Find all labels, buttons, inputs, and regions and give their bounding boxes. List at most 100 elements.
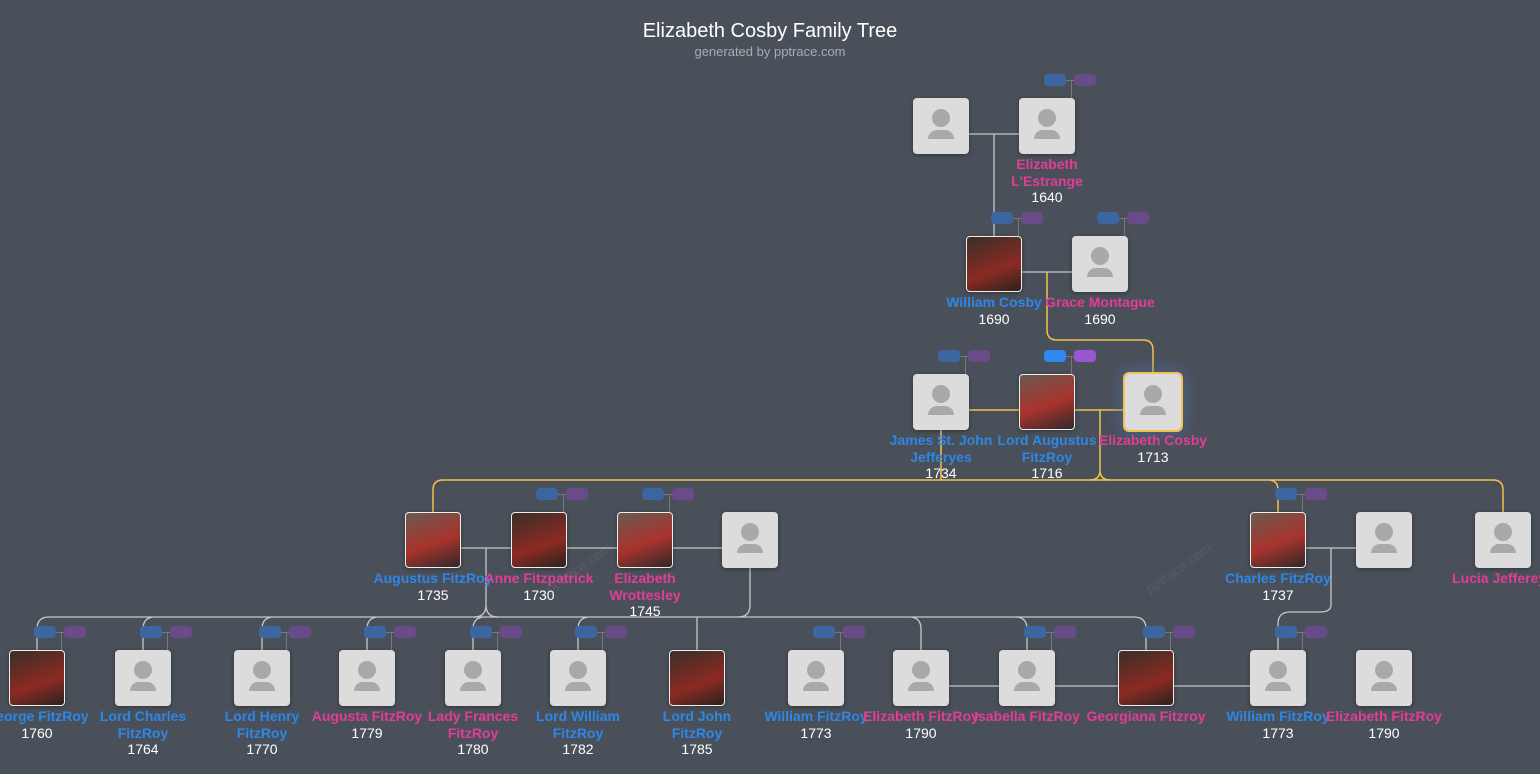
person-label[interactable]: Georgiana Fitzroy [1086,708,1206,725]
person-avatar-placeholder[interactable] [1475,512,1531,568]
person-photo[interactable] [669,650,725,706]
person-avatar-placeholder[interactable] [1019,98,1075,154]
pill-connector [835,632,843,633]
person-label[interactable]: Lord Augustus FitzRoy 1716 [987,432,1107,482]
show-father-button[interactable] [1024,626,1046,638]
show-mother-button[interactable] [1021,212,1043,224]
show-father-button[interactable] [575,626,597,638]
person-label[interactable]: Elizabeth L'Estrange 1640 [987,156,1107,206]
show-mother-button[interactable] [1305,626,1327,638]
show-mother-button[interactable] [170,626,192,638]
person-avatar-placeholder[interactable] [445,650,501,706]
person-label[interactable]: Elizabeth Cosby 1713 [1093,432,1213,465]
pill-connector [1124,218,1125,236]
person-avatar-placeholder[interactable] [550,650,606,706]
show-father-button[interactable] [1044,74,1066,86]
show-mother-button[interactable] [968,350,990,362]
person-avatar-placeholder[interactable] [722,512,778,568]
person-silhouette-icon [1018,661,1036,679]
highlight-line [940,409,1125,481]
pill-connector [386,632,394,633]
person-label[interactable]: William Cosby 1690 [934,294,1054,327]
show-father-button[interactable] [470,626,492,638]
person-avatar-placeholder[interactable] [893,650,949,706]
person-avatar-placeholder[interactable] [339,650,395,706]
show-mother-button[interactable] [566,488,588,500]
show-father-button[interactable] [1275,626,1297,638]
person-name: William FitzRoy [764,708,868,724]
show-mother-button[interactable] [1127,212,1149,224]
person-photo[interactable] [1019,374,1075,430]
person-avatar-placeholder[interactable] [234,650,290,706]
show-father-button[interactable] [536,488,558,500]
show-mother-button[interactable] [500,626,522,638]
show-father-button[interactable] [259,626,281,638]
person-avatar-placeholder[interactable] [1123,372,1183,432]
show-father-button[interactable] [1097,212,1119,224]
person-label[interactable]: James St. John Jefferyes 1734 [881,432,1001,482]
person-label[interactable]: Anne Fitzpatrick 1730 [479,570,599,603]
person-label[interactable]: Lord William FitzRoy 1782 [518,708,638,758]
person-name: Lucia Jeffereys [1452,570,1540,586]
person-label[interactable]: Elizabeth FitzRoy 1790 [861,708,981,741]
show-mother-button[interactable] [1305,488,1327,500]
person-avatar-placeholder[interactable] [115,650,171,706]
show-mother-button[interactable] [605,626,627,638]
person-photo[interactable] [9,650,65,706]
show-father-button[interactable] [364,626,386,638]
person-avatar-placeholder[interactable] [1356,512,1412,568]
person-photo[interactable] [1118,650,1174,706]
show-mother-button[interactable] [672,488,694,500]
show-father-button[interactable] [34,626,56,638]
person-name: Elizabeth Cosby [1098,432,1208,448]
person-avatar-placeholder[interactable] [1250,650,1306,706]
person-avatar-placeholder[interactable] [913,374,969,430]
person-label[interactable]: Lord John FitzRoy 1785 [637,708,757,758]
person-photo[interactable] [617,512,673,568]
person-photo[interactable] [966,236,1022,292]
show-mother-button[interactable] [1173,626,1195,638]
pill-connector [1297,632,1305,633]
person-label[interactable]: Lord Charles FitzRoy 1764 [83,708,203,758]
person-silhouette-icon [130,682,156,691]
person-label[interactable]: Grace Montague 1690 [1040,294,1160,327]
person-photo[interactable] [511,512,567,568]
show-father-button[interactable] [813,626,835,638]
person-photo[interactable] [405,512,461,568]
show-mother-button[interactable] [289,626,311,638]
show-mother-button[interactable] [1054,626,1076,638]
show-father-button[interactable] [1143,626,1165,638]
person-label[interactable]: Lady Frances FitzRoy 1780 [413,708,533,758]
person-label[interactable]: William FitzRoy 1773 [1218,708,1338,741]
show-father-button[interactable] [1275,488,1297,500]
show-mother-button[interactable] [1074,350,1096,362]
person-label[interactable]: Augustus FitzRoy 1735 [373,570,493,603]
person-avatar-placeholder[interactable] [999,650,1055,706]
person-silhouette-icon [1490,544,1516,553]
show-father-button[interactable] [140,626,162,638]
person-label[interactable]: Elizabeth Wrottesley 1745 [585,570,705,620]
person-avatar-placeholder[interactable] [913,98,969,154]
show-mother-button[interactable] [843,626,865,638]
person-photo[interactable] [1250,512,1306,568]
show-mother-button[interactable] [394,626,416,638]
show-mother-button[interactable] [1074,74,1096,86]
person-label[interactable]: William FitzRoy 1773 [756,708,876,741]
person-year: 1745 [629,603,661,619]
person-avatar-placeholder[interactable] [1356,650,1412,706]
person-avatar-placeholder[interactable] [788,650,844,706]
person-label[interactable]: Isabella FitzRoy [967,708,1087,725]
person-label[interactable]: George FitzRoy 1760 [0,708,97,741]
person-label[interactable]: Elizabeth FitzRoy 1790 [1324,708,1444,741]
person-label[interactable]: Charles FitzRoy 1737 [1218,570,1338,603]
couple-line [461,547,751,618]
show-father-button[interactable] [991,212,1013,224]
show-father-button[interactable] [938,350,960,362]
person-avatar-placeholder[interactable] [1072,236,1128,292]
show-father-button[interactable] [1044,350,1066,362]
show-father-button[interactable] [642,488,664,500]
person-label[interactable]: Lucia Jeffereys [1443,570,1540,587]
person-label[interactable]: Augusta FitzRoy 1779 [307,708,427,741]
person-label[interactable]: Lord Henry FitzRoy 1770 [202,708,322,758]
show-mother-button[interactable] [64,626,86,638]
